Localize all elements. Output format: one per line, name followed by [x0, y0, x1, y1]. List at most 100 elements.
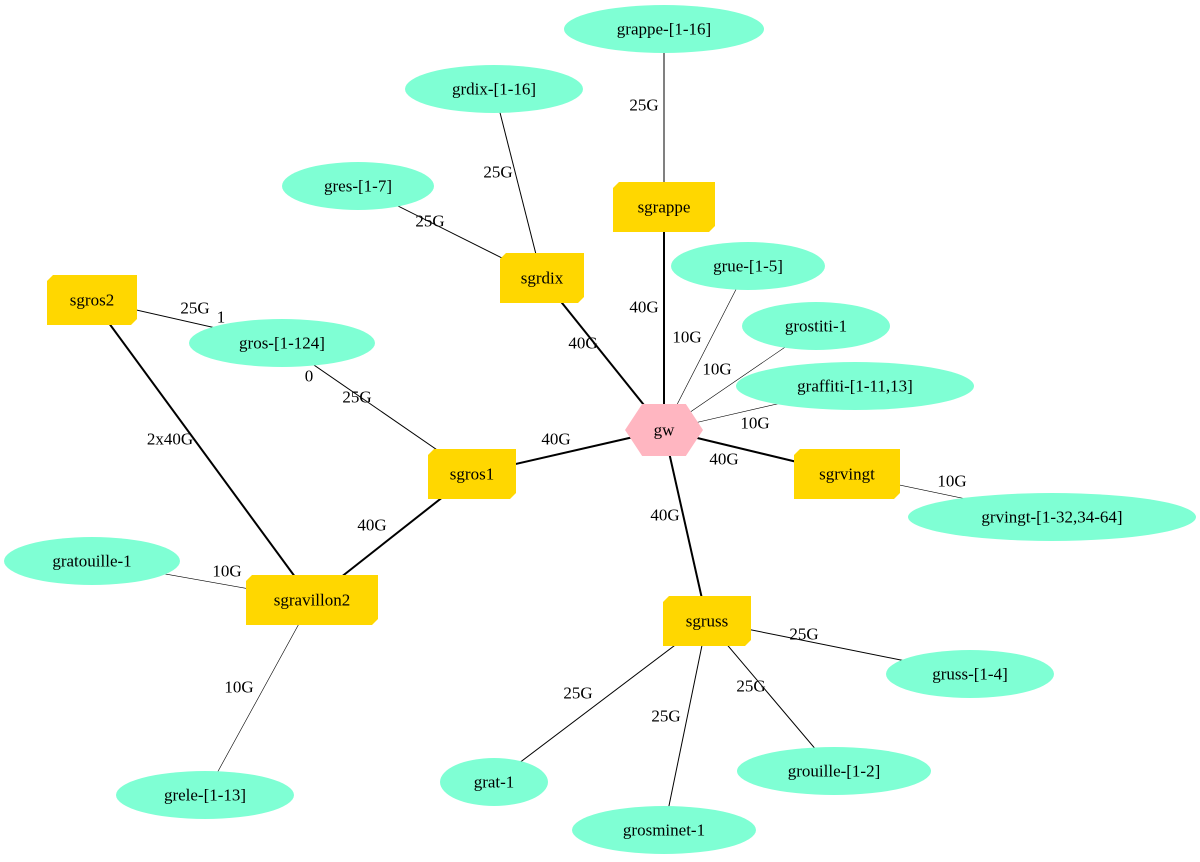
edge-label-grdix-sgrdix: 25G: [483, 163, 512, 182]
edge-label-sgruss-gruss: 25G: [789, 625, 818, 644]
edge-label-grue-gw: 10G: [672, 328, 701, 347]
edge-sgravillon2-grele: [204, 599, 313, 796]
node-graffiti: graffiti-[1-11,13]: [736, 362, 974, 410]
edge-label-sgros1-sgravillon2: 40G: [357, 516, 386, 535]
edge-label-sgravillon2-grele: 10G: [224, 678, 253, 697]
node-label-grappe: grappe-[1-16]: [617, 20, 711, 39]
node-label-grostiti: grostiti-1: [785, 317, 847, 336]
node-grostiti: grostiti-1: [742, 302, 890, 350]
node-label-sgrdix: sgrdix: [521, 269, 564, 288]
node-sgrappe: sgrappe: [613, 182, 715, 232]
cluster-node-shape: [671, 242, 825, 290]
node-sgruss: sgruss: [663, 596, 751, 646]
node-label-sgravillon2: sgravillon2: [274, 591, 351, 610]
cluster-node-shape: [736, 362, 974, 410]
edge-tail-label-gros-sgros1: 0: [305, 367, 314, 386]
node-sgravillon2: sgravillon2: [246, 575, 378, 625]
node-gruss: gruss-[1-4]: [886, 650, 1054, 698]
node-label-grele: grele-[1-13]: [164, 786, 246, 805]
cluster-node-shape: [908, 493, 1196, 541]
edge-label-gros-sgros1: 25G: [342, 388, 371, 407]
node-sgrdix: sgrdix: [500, 253, 584, 303]
node-grvingt: grvingt-[1-32,34-64]: [908, 493, 1196, 541]
edge-label-sgrdix-gw: 40G: [568, 334, 597, 353]
node-label-grosminet: grosminet-1: [623, 821, 705, 840]
node-sgros2: sgros2: [47, 275, 137, 325]
edge-label-sgruss-grouille: 25G: [736, 677, 765, 696]
node-label-graffiti: graffiti-[1-11,13]: [797, 377, 913, 396]
edge-label-gratouille-sgravillon2: 10G: [212, 562, 241, 581]
cluster-node-shape: [189, 319, 375, 367]
node-label-gruss: gruss-[1-4]: [932, 665, 1008, 684]
cluster-node-shape: [572, 806, 756, 854]
node-label-sgruss: sgruss: [686, 612, 729, 631]
switch-node-shape: [428, 449, 516, 499]
cluster-node-shape: [737, 747, 931, 795]
node-label-gratouille: gratouille-1: [52, 552, 131, 571]
cluster-node-shape: [440, 758, 548, 806]
switch-node-shape: [500, 253, 584, 303]
node-label-grvingt: grvingt-[1-32,34-64]: [981, 508, 1122, 527]
edge-label-sgrappe-gw: 40G: [629, 298, 658, 317]
switch-node-shape: [663, 596, 751, 646]
edge-label-graffiti-gw: 10G: [740, 414, 769, 433]
node-label-grdix: grdix-[1-16]: [452, 80, 536, 99]
edge-sgruss-grosminet: [663, 620, 708, 831]
node-label-sgrappe: sgrappe: [638, 198, 691, 217]
node-sgros1: sgros1: [428, 449, 516, 499]
node-grele: grele-[1-13]: [116, 771, 294, 819]
node-gw: gw: [625, 404, 703, 456]
nodes-layer: gw sgrappe sgrdix sgros2 sgros1 sgravillon2 sg…: [4, 5, 1196, 854]
node-grosminet: grosminet-1: [572, 806, 756, 854]
node-label-grouille: grouille-[1-2]: [788, 762, 881, 781]
edge-gw-sgruss: [663, 429, 708, 622]
node-sgrvingt: sgrvingt: [794, 449, 900, 499]
gateway-node-shape: [625, 404, 703, 456]
cluster-node-shape: [4, 537, 180, 585]
node-grdix: grdix-[1-16]: [405, 65, 583, 113]
node-label-grat: grat-1: [474, 773, 515, 792]
edge-label-sgruss-grosminet: 25G: [651, 707, 680, 726]
edge-label-sgruss-grat: 25G: [563, 684, 592, 703]
edge-label-grappe-sgrappe: 25G: [629, 96, 658, 115]
switch-node-shape: [794, 449, 900, 499]
node-gratouille: gratouille-1: [4, 537, 180, 585]
node-label-sgros2: sgros2: [70, 291, 114, 310]
node-gres: gres-[1-7]: [282, 162, 434, 210]
node-grouille: grouille-[1-2]: [737, 747, 931, 795]
edge-label-sgros2-sgravillon2: 2x40G: [147, 430, 193, 449]
edge-grue-gw: [663, 265, 749, 431]
edge-label-sgros2-gros: 25G: [180, 299, 209, 318]
edge-label-gw-sgruss: 40G: [650, 506, 679, 525]
cluster-node-shape: [405, 65, 583, 113]
edge-head-label-sgros2-gros: 1: [217, 308, 226, 327]
edge-label-grostiti-gw: 10G: [702, 360, 731, 379]
edge-label-sgrvingt-grvingt: 10G: [937, 472, 966, 491]
node-gros: gros-[1-124]: [189, 319, 375, 367]
edge-label-gres-sgrdix: 25G: [415, 212, 444, 231]
edge-label-gw-sgrvingt: 40G: [709, 450, 738, 469]
cluster-node-shape: [742, 302, 890, 350]
node-label-sgros1: sgros1: [450, 465, 494, 484]
switch-node-shape: [613, 182, 715, 232]
node-grat: grat-1: [440, 758, 548, 806]
node-label-gres: gres-[1-7]: [324, 177, 392, 196]
edge-label-sgros1-gw: 40G: [541, 430, 570, 449]
edge-grdix-sgrdix: [493, 88, 543, 279]
node-label-gw: gw: [654, 421, 676, 440]
switch-node-shape: [47, 275, 137, 325]
edge-sgros2-sgravillon2: [91, 299, 313, 601]
switch-node-shape: [246, 575, 378, 625]
cluster-node-shape: [116, 771, 294, 819]
cluster-node-shape: [564, 5, 764, 53]
edge-sgruss-grat: [493, 620, 708, 783]
cluster-node-shape: [282, 162, 434, 210]
node-grue: grue-[1-5]: [671, 242, 825, 290]
node-label-grue: grue-[1-5]: [713, 257, 783, 276]
node-label-sgrvingt: sgrvingt: [819, 465, 875, 484]
cluster-node-shape: [886, 650, 1054, 698]
node-label-gros: gros-[1-124]: [239, 334, 325, 353]
node-grappe: grappe-[1-16]: [564, 5, 764, 53]
